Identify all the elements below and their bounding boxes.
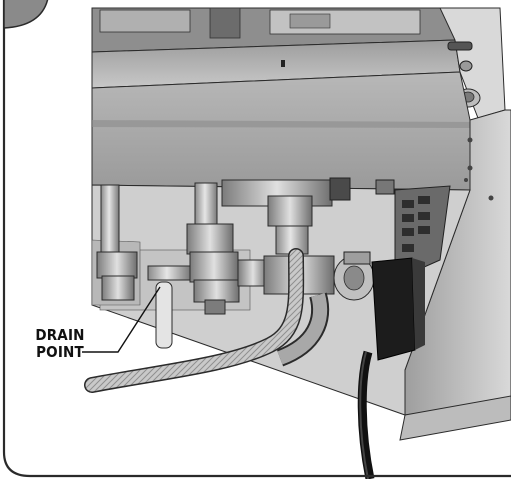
right-side-panel (399, 109, 511, 441)
upper-valve (221, 177, 395, 255)
front-panel (91, 71, 471, 191)
electrical-box (357, 257, 425, 479)
drain-point-label-line1: DRAIN (35, 326, 85, 344)
braided-hose (84, 248, 330, 393)
left-pipe (96, 184, 138, 301)
terminal-block (394, 185, 451, 281)
right-manifold (263, 251, 375, 301)
callout-leader (82, 286, 161, 353)
section-tab (3, 0, 49, 29)
drain-point-label: DRAIN POINT (30, 327, 90, 361)
drain-point-label-line2: POINT (36, 343, 84, 361)
